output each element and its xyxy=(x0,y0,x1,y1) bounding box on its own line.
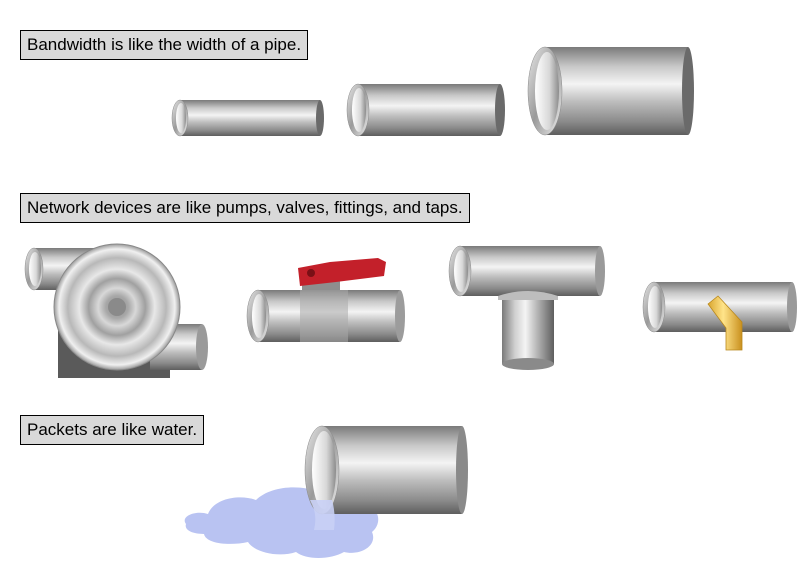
caption-network-devices: Network devices are like pumps, valves, … xyxy=(20,193,470,223)
tee-fitting xyxy=(448,245,605,370)
valve xyxy=(246,258,405,343)
valve-handle xyxy=(298,258,386,286)
tap-spout xyxy=(707,295,743,351)
narrow-pipe xyxy=(171,99,324,137)
medium-pipe xyxy=(346,83,505,137)
pump xyxy=(24,243,208,378)
pouring-pipe xyxy=(304,425,468,530)
water-stream xyxy=(310,500,335,530)
tap xyxy=(642,281,797,351)
wide-pipe xyxy=(527,46,694,136)
caption-packets: Packets are like water. xyxy=(20,415,205,445)
caption-bandwidth: Bandwidth is like the width of a pipe. xyxy=(20,30,309,60)
